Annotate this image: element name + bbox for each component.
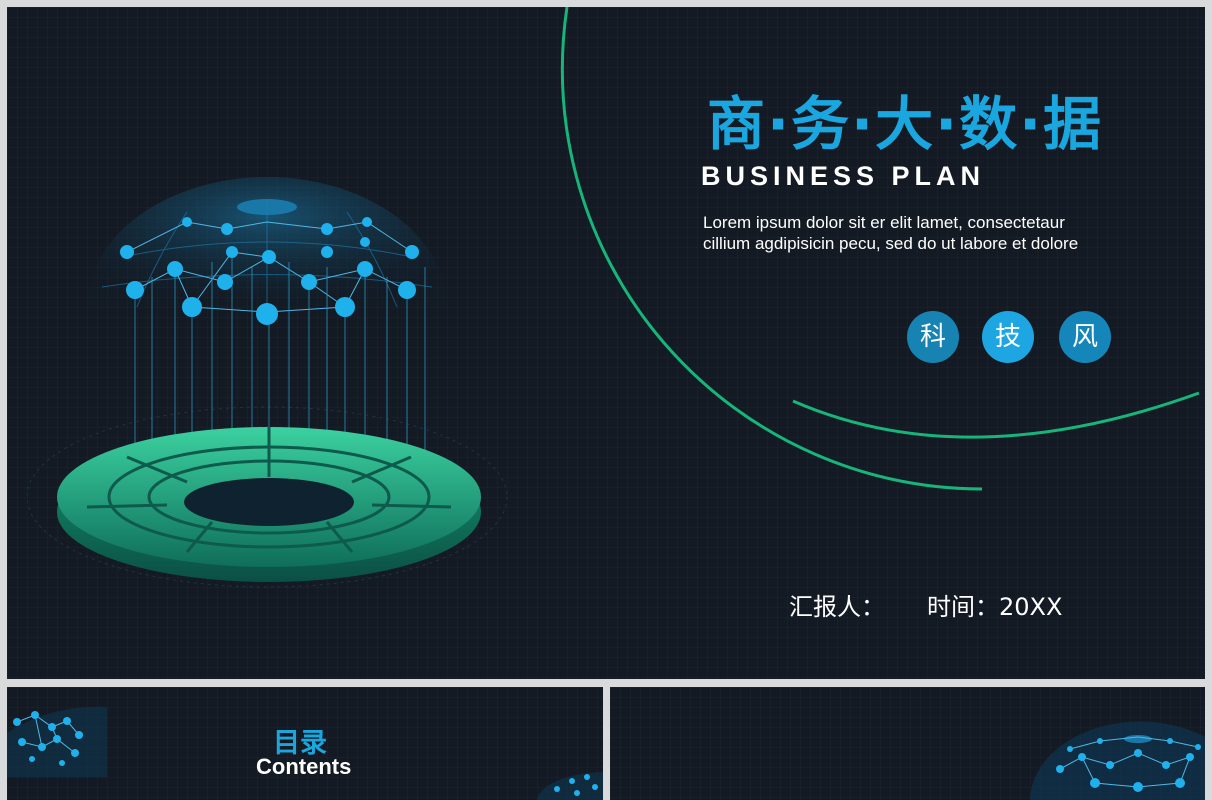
main-slide[interactable]: 商·务·大·数·据 BUSINESS PLAN Lorem ipsum dolo… [7, 7, 1205, 679]
description-line-2: cillium agdipisicin pecu, sed do ut labo… [703, 234, 1079, 253]
slide-description: Lorem ipsum dolor sit er elit lamet, con… [703, 212, 1163, 254]
globe-fragment [1030, 721, 1205, 800]
slide-thumbnail-contents[interactable]: 目录 Contents [7, 687, 603, 800]
thumbnail-title-cn: 目录 [273, 728, 327, 759]
time-label: 时间：20XX [927, 593, 1063, 621]
badge-ke: 科 [907, 311, 959, 363]
slide-thumbnail-2[interactable] [610, 687, 1205, 800]
badge-ji: 技 [982, 311, 1034, 363]
globe-fragment-left [7, 706, 107, 777]
data-globe-illustration [27, 177, 508, 588]
badge-feng: 风 [1059, 311, 1111, 363]
description-line-1: Lorem ipsum dolor sit er elit lamet, con… [703, 213, 1065, 232]
decorative-arc [560, 7, 1200, 491]
reporter-label: 汇报人： [789, 593, 885, 621]
globe-fragment-right [537, 772, 603, 800]
slide-title-cn: 商·务·大·数·据 [707, 90, 1104, 158]
slide-title-en: BUSINESS PLAN [701, 161, 986, 191]
thumbnail-title-en: Contents [256, 754, 352, 779]
